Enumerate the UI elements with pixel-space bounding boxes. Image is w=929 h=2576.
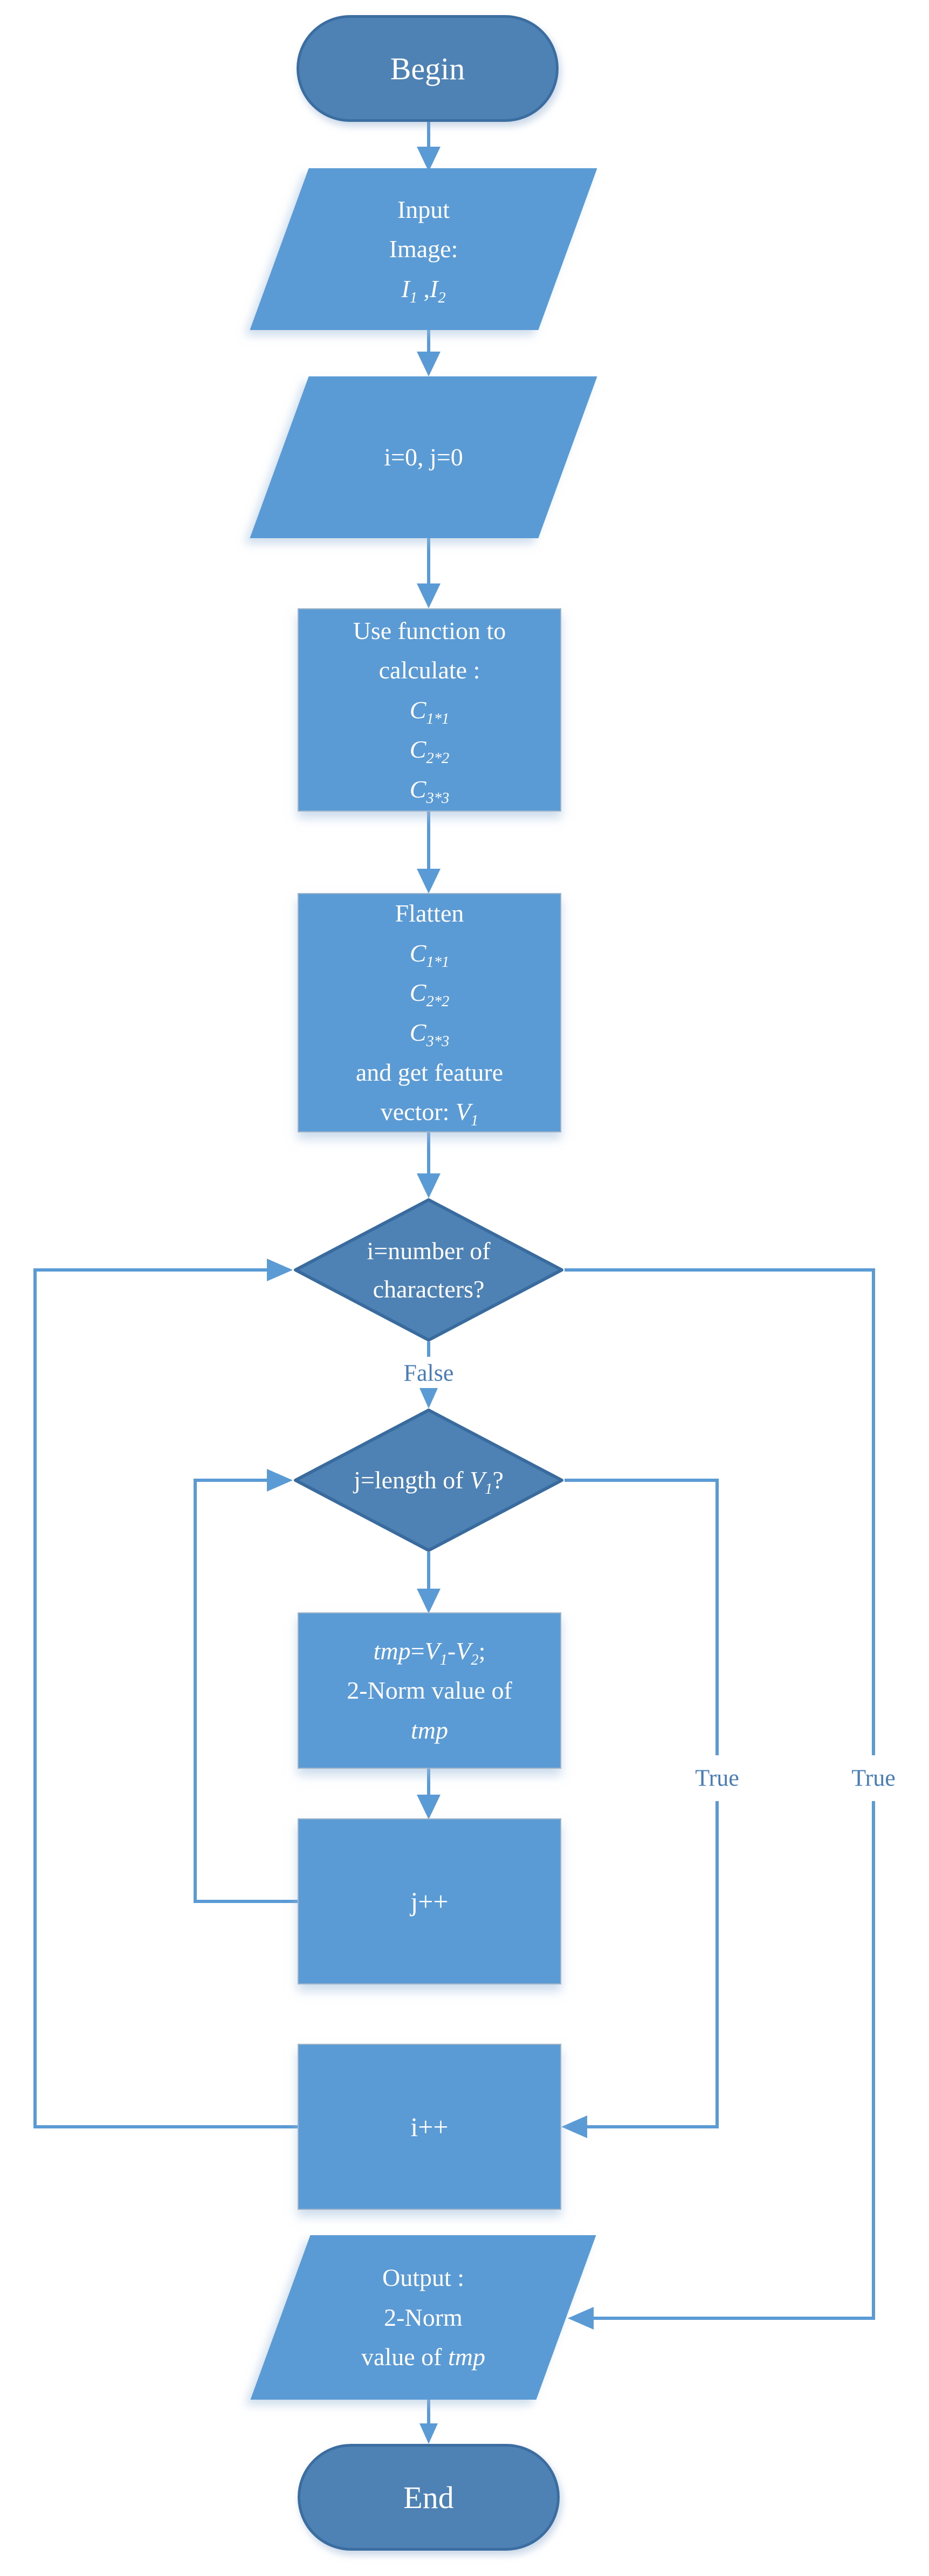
arrowhead-right-icon xyxy=(267,1469,293,1492)
arrowhead-down-icon xyxy=(417,583,441,608)
terminator-end: End xyxy=(298,2444,560,2551)
edge-label-false: False xyxy=(400,1359,457,1387)
connector-i-loop-vertical xyxy=(33,1268,37,2128)
connector-j-loop-top xyxy=(195,1479,268,1482)
arrowhead-down-icon xyxy=(417,1589,441,1613)
connector-true-inner-vertical-upper xyxy=(715,1479,719,1755)
process-j-increment: j++ xyxy=(298,1818,561,1984)
diamond-shape xyxy=(294,1409,563,1552)
connector-true-inner-bottom xyxy=(587,2125,719,2128)
connector-output-end xyxy=(427,2399,430,2424)
connector-true-outer-bottom xyxy=(594,2317,875,2320)
connector-true-outer-vertical-lower xyxy=(872,1801,875,2320)
connector-i-loop-top xyxy=(35,1268,268,1272)
io-init-text: i=0, j=0 xyxy=(384,443,463,471)
arrowhead-left-icon xyxy=(568,2307,594,2330)
arrowhead-down-icon xyxy=(417,869,441,894)
connector-ipp-left xyxy=(35,2125,298,2128)
arrowhead-down-icon xyxy=(417,1173,441,1198)
diamond-shape xyxy=(294,1198,563,1342)
connector-true-outer-vertical-upper xyxy=(872,1268,875,1755)
connector-true-outer-top xyxy=(565,1268,875,1272)
arrowhead-down-icon xyxy=(417,352,441,376)
arrowhead-down-icon xyxy=(419,1388,438,1409)
connector-input-init xyxy=(427,330,430,353)
connector-true-inner-top xyxy=(565,1479,719,1482)
connector-decision-j-tmp xyxy=(427,1552,430,1590)
connector-jpp-left xyxy=(195,1900,298,1903)
arrowhead-down-icon xyxy=(417,147,441,171)
arrowhead-down-icon xyxy=(417,1795,441,1819)
connector-false-stub xyxy=(427,1342,430,1357)
connector-begin-input xyxy=(427,122,430,147)
process-i-increment: i++ xyxy=(298,2044,561,2210)
connector-init-use xyxy=(427,538,430,585)
edge-label-true-inner: True xyxy=(692,1764,742,1792)
terminator-begin: Begin xyxy=(297,15,559,122)
connector-tmp-jpp xyxy=(427,1768,430,1796)
arrowhead-left-icon xyxy=(561,2115,587,2138)
decision-j-text: j=length of V1? xyxy=(354,1466,504,1498)
arrowhead-down-icon xyxy=(419,2423,438,2444)
io-parallelogram-init-counters: i=0, j=0 xyxy=(250,376,597,538)
edge-label-true-outer: True xyxy=(848,1764,899,1792)
connector-j-loop-vertical xyxy=(194,1479,197,1903)
decision-j-length: j=length of V1? xyxy=(293,1407,565,1553)
arrowhead-right-icon xyxy=(267,1259,293,1281)
connector-true-inner-vertical-lower xyxy=(715,1801,719,2128)
connector-flatten-decision-i xyxy=(427,1131,430,1174)
connector-use-flatten xyxy=(427,810,430,870)
